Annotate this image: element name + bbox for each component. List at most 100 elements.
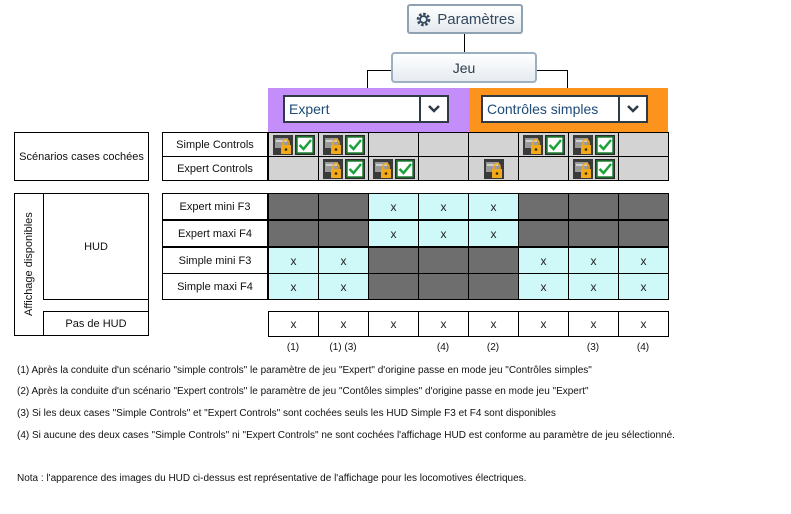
scenario-cell: [468, 132, 519, 157]
nota-text: Nota : l'apparence des images du HUD ci-…: [17, 473, 527, 484]
note-4: (4) Si aucune des deux cases "Simple Con…: [17, 430, 675, 441]
checkbox-checked-icon: [544, 134, 565, 155]
pas-hud-text: Pas de HUD: [65, 317, 127, 330]
hud-cell: x: [518, 247, 569, 274]
checkbox-checked-icon: [594, 134, 615, 155]
scenario-cell: [568, 132, 619, 157]
chevron-down-icon[interactable]: [419, 97, 447, 121]
hud-cell: x: [268, 247, 319, 274]
scenario-row-label: Expert Controls: [162, 156, 268, 181]
locomotive-lock-icon: [272, 134, 293, 155]
note-1: (1) Après la conduite d'un scénario "sim…: [17, 365, 592, 376]
x-mark: x: [340, 253, 347, 268]
locomotive-lock-icon: [322, 134, 343, 155]
hud-row-text: Expert mini F3: [179, 200, 251, 213]
x-mark: x: [340, 317, 347, 331]
hud-cell: [568, 220, 619, 247]
hud-cell: [568, 193, 619, 220]
jeu-button[interactable]: Jeu: [391, 52, 537, 83]
simple-select-value: Contrôles simples: [487, 101, 599, 117]
scenarios-group-label: Scénarios cases cochées: [14, 132, 149, 181]
x-mark: x: [490, 226, 497, 241]
column-note: (2): [486, 342, 500, 353]
hud-cell: x: [468, 193, 519, 220]
hud-cell: x: [418, 220, 469, 247]
x-mark: x: [590, 279, 597, 294]
hud-cell: [518, 193, 569, 220]
scenario-row-text: Simple Controls: [176, 138, 254, 151]
x-mark: x: [640, 253, 647, 268]
x-mark: x: [340, 279, 347, 294]
scenario-cell: [518, 132, 569, 157]
pas-hud-cell: x: [468, 311, 519, 337]
hud-cell: [268, 220, 319, 247]
hud-row-text: Expert maxi F4: [178, 227, 252, 240]
hud-row-label: Simple mini F3: [162, 247, 268, 274]
checkbox-checked-icon: [294, 134, 315, 155]
pas-hud-cell: x: [518, 311, 569, 337]
scenario-cell: [468, 156, 519, 181]
hud-row-label: Expert mini F3: [162, 193, 268, 220]
hud-cell: [618, 193, 669, 220]
expert-select-value: Expert: [289, 101, 330, 117]
scenario-cell: [418, 156, 469, 181]
pas-hud-cell: x: [318, 311, 369, 337]
scenario-cell: [568, 156, 619, 181]
pas-hud-cell: x: [368, 311, 419, 337]
hud-cell: x: [568, 247, 619, 274]
connector-line: [567, 70, 568, 88]
jeu-label: Jeu: [452, 59, 476, 76]
locomotive-lock-icon: [372, 158, 393, 179]
gear-icon: [416, 12, 431, 26]
connector-line: [537, 70, 568, 71]
x-mark: x: [640, 279, 647, 294]
parametres-button[interactable]: Paramètres: [407, 4, 523, 34]
x-mark: x: [540, 253, 547, 268]
hud-row-text: Simple mini F3: [178, 254, 252, 267]
simple-select[interactable]: Contrôles simples: [481, 95, 648, 123]
locomotive-lock-icon: [522, 134, 543, 155]
locomotive-lock-icon: [572, 158, 593, 179]
hud-cell: x: [368, 193, 419, 220]
scenario-cell: [518, 156, 569, 181]
hud-row-text: Simple maxi F4: [177, 280, 253, 293]
column-note: (3): [586, 342, 600, 353]
hud-label-text: HUD: [84, 240, 108, 253]
pas-hud-cell: x: [268, 311, 319, 337]
x-mark: x: [540, 279, 547, 294]
x-mark: x: [290, 253, 297, 268]
x-mark: x: [440, 199, 447, 214]
x-mark: x: [590, 317, 597, 331]
scenario-row-label: Simple Controls: [162, 132, 268, 157]
expert-select[interactable]: Expert: [283, 95, 449, 123]
hud-cell: x: [318, 247, 369, 274]
checkbox-checked-icon: [394, 158, 415, 179]
checkbox-checked-icon: [594, 158, 615, 179]
x-mark: x: [440, 317, 447, 331]
scenario-cell: [618, 156, 669, 181]
affichage-vertical-text: Affichage disponibles: [23, 212, 35, 317]
locomotive-lock-icon: [322, 158, 343, 179]
column-note: (4): [636, 342, 650, 353]
hud-cell: x: [268, 273, 319, 300]
affichage-vertical-label: Affichage disponibles: [14, 193, 44, 336]
locomotive-lock-icon: [572, 134, 593, 155]
hud-cell: x: [568, 273, 619, 300]
scenario-cell: [268, 156, 319, 181]
hud-cell: [468, 273, 519, 300]
x-mark: x: [290, 317, 297, 331]
chevron-down-icon[interactable]: [618, 97, 646, 121]
scenario-cell: [268, 132, 319, 157]
connector-line: [367, 70, 368, 88]
hud-cell: [318, 220, 369, 247]
x-mark: x: [290, 279, 297, 294]
hud-cell: [618, 220, 669, 247]
scenario-cell: [318, 156, 369, 181]
x-mark: x: [540, 317, 547, 331]
checkbox-checked-icon: [344, 134, 365, 155]
scenarios-group-text: Scénarios cases cochées: [19, 150, 144, 163]
hud-row-label: Simple maxi F4: [162, 273, 268, 300]
hud-cell: [418, 273, 469, 300]
hud-cell: [368, 247, 419, 274]
pas-hud-cell: x: [568, 311, 619, 337]
